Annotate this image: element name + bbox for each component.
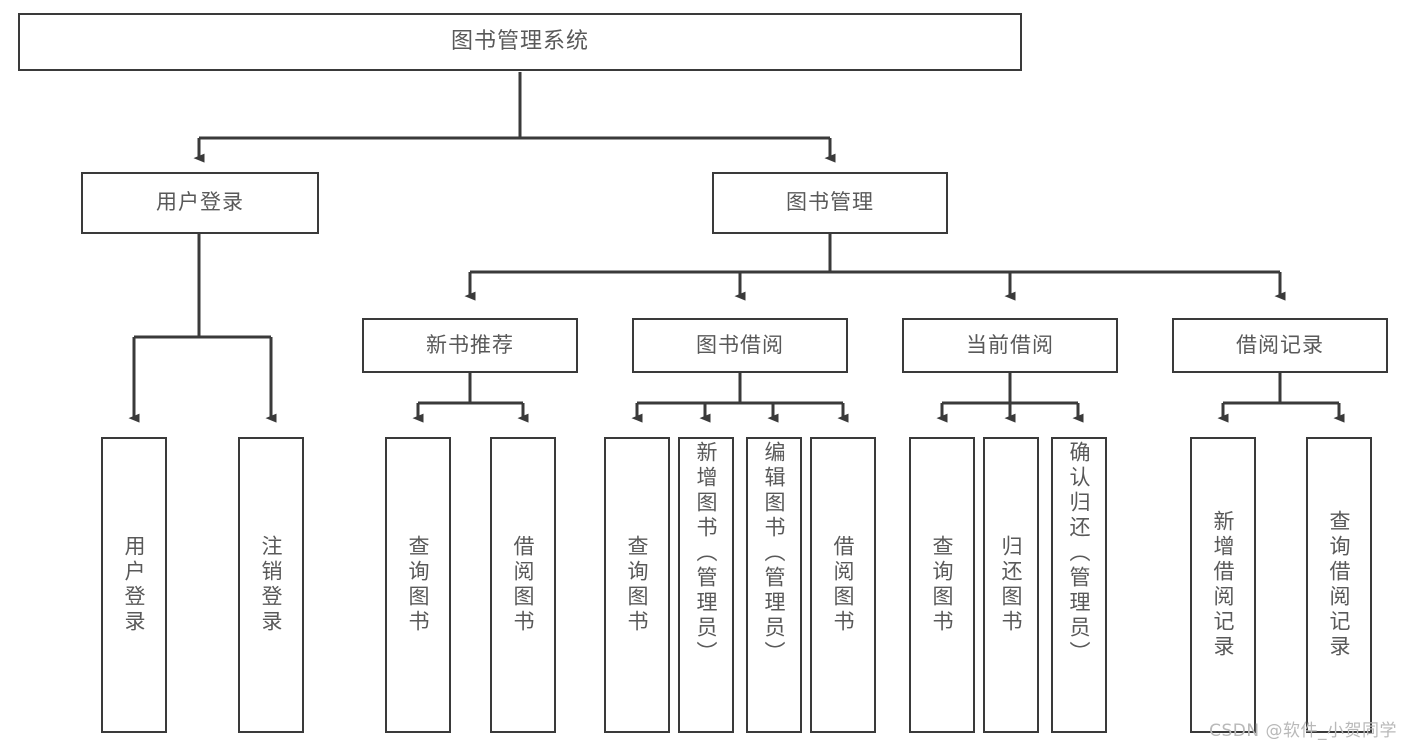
leaf-label: 新增借阅记录 — [1211, 510, 1236, 660]
leaf-label: 确认归还（管理员） — [1067, 441, 1092, 666]
leaf-label: 借阅图书 — [831, 535, 856, 635]
node-user-login[interactable]: 用户登录 — [81, 172, 319, 234]
node-current-borrow[interactable]: 当前借阅 — [902, 318, 1118, 373]
leaf-label: 编辑图书（管理员） — [762, 441, 787, 666]
leaf-label: 归还图书 — [999, 535, 1024, 635]
node-borrow-record[interactable]: 借阅记录 — [1172, 318, 1388, 373]
leaf-query-book-borrow[interactable]: 查询图书 — [604, 437, 670, 733]
leaf-return-book[interactable]: 归还图书 — [983, 437, 1039, 733]
node-book-management[interactable]: 图书管理 — [712, 172, 948, 234]
leaf-edit-book[interactable]: 编辑图书（管理员） — [746, 437, 802, 733]
leaf-label: 查询图书 — [930, 535, 955, 635]
csdn-watermark: CSDN @软件_小贺同学 — [1209, 721, 1397, 741]
leaf-borrow-book[interactable]: 借阅图书 — [810, 437, 876, 733]
leaf-label: 用户登录 — [122, 535, 147, 635]
leaf-logout[interactable]: 注销登录 — [238, 437, 304, 733]
leaf-label: 查询图书 — [625, 535, 650, 635]
leaf-label: 注销登录 — [259, 535, 284, 635]
leaf-add-borrow-record[interactable]: 新增借阅记录 — [1190, 437, 1256, 733]
leaf-borrow-book-recommend[interactable]: 借阅图书 — [490, 437, 556, 733]
leaf-label: 借阅图书 — [511, 535, 536, 635]
leaf-user-login[interactable]: 用户登录 — [101, 437, 167, 733]
leaf-confirm-return[interactable]: 确认归还（管理员） — [1051, 437, 1107, 733]
leaf-query-book-current[interactable]: 查询图书 — [909, 437, 975, 733]
leaf-label: 新增图书（管理员） — [694, 441, 719, 666]
node-new-book-recommend[interactable]: 新书推荐 — [362, 318, 578, 373]
leaf-label: 查询借阅记录 — [1327, 510, 1352, 660]
leaf-query-borrow-record[interactable]: 查询借阅记录 — [1306, 437, 1372, 733]
node-root-system[interactable]: 图书管理系统 — [18, 13, 1022, 71]
leaf-add-book[interactable]: 新增图书（管理员） — [678, 437, 734, 733]
leaf-query-book-recommend[interactable]: 查询图书 — [385, 437, 451, 733]
node-book-borrow[interactable]: 图书借阅 — [632, 318, 848, 373]
leaf-label: 查询图书 — [406, 535, 431, 635]
